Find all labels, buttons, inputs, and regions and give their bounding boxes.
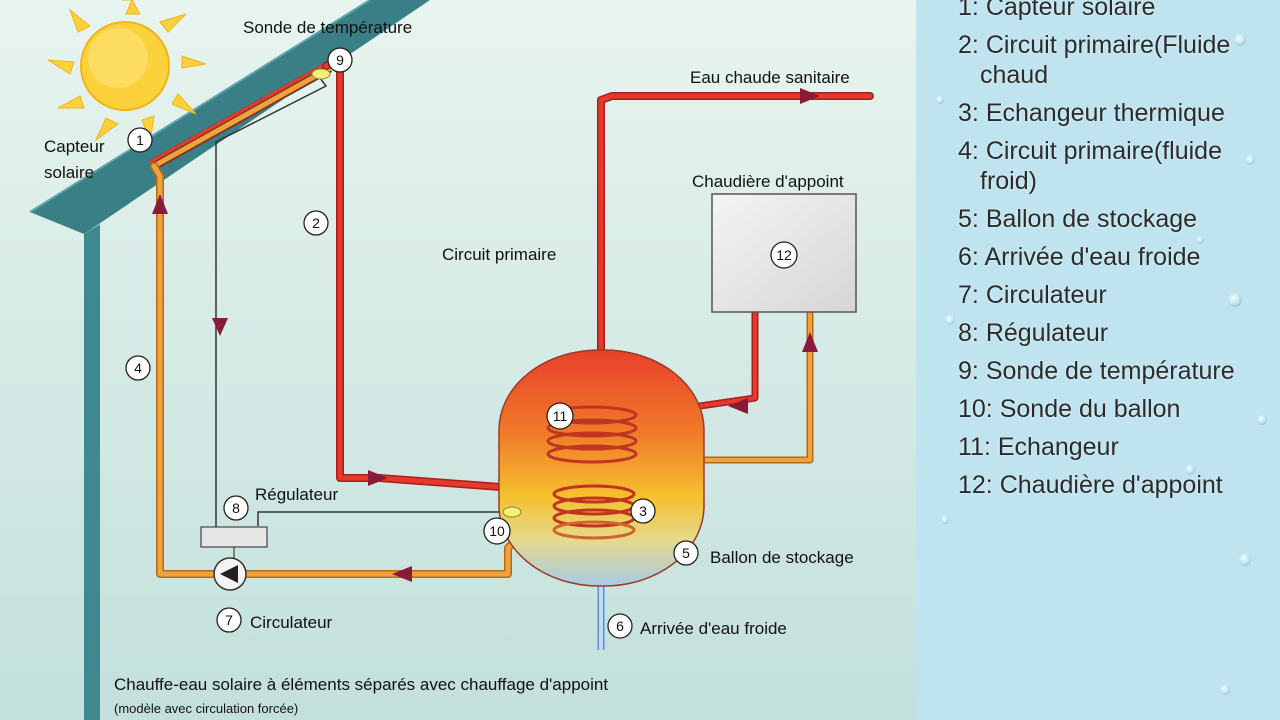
diagram-caption: Chauffe-eau solaire à éléments séparés a… <box>114 675 608 694</box>
solar-collector <box>149 62 332 170</box>
circulator-pump-icon <box>213 557 247 591</box>
legend-item: 1: Capteur solaire <box>958 0 1156 21</box>
badge-1: 1 <box>136 132 144 148</box>
solar-water-heater-diagram: 1 2 3 4 5 6 7 8 9 10 11 12 Sonde de temp… <box>0 0 916 720</box>
tank-sensor-icon <box>502 506 522 518</box>
heat-exchanger-coil-upper <box>546 405 638 464</box>
badge-4: 4 <box>134 360 142 376</box>
legend-item: 10: Sonde du ballon <box>958 395 1181 423</box>
temperature-sensor-icon <box>311 68 331 80</box>
flow-arrows <box>152 88 820 582</box>
label-circuit-primaire: Circuit primaire <box>442 245 556 264</box>
legend-item: 8: Régulateur <box>958 319 1109 347</box>
legend-item: 7: Circulateur <box>958 281 1107 309</box>
badge-10: 10 <box>489 523 505 539</box>
storage-tank <box>498 349 705 587</box>
label-sonde-temperature: Sonde de température <box>243 18 412 37</box>
label-capteur-2: solaire <box>44 163 94 182</box>
legend-item: 2: Circuit primaire(Fluide chaud <box>958 31 1231 89</box>
legend-list: 1: Capteur solaire 2: Circuit primaire(F… <box>934 0 1280 720</box>
legend-item: 6: Arrivée d'eau froide <box>958 243 1201 271</box>
label-circulateur: Circulateur <box>250 613 333 632</box>
number-badges <box>125 47 798 639</box>
label-eau-chaude: Eau chaude sanitaire <box>690 68 850 87</box>
badge-7: 7 <box>225 612 233 628</box>
legend-item: 5: Ballon de stockage <box>958 205 1198 233</box>
badge-6: 6 <box>616 618 624 634</box>
sun-icon <box>47 0 207 143</box>
badge-8: 8 <box>232 500 240 516</box>
legend-item: 3: Echangeur thermique <box>958 99 1225 127</box>
badge-5: 5 <box>682 545 690 561</box>
label-chaudiere: Chaudière d'appoint <box>692 172 844 191</box>
label-arrivee: Arrivée d'eau froide <box>640 619 787 638</box>
badge-11: 11 <box>553 408 568 424</box>
diagram-caption-sub: (modèle avec circulation forcée) <box>114 701 298 716</box>
label-capteur-1: Capteur <box>44 137 105 156</box>
legend-item: 4: Circuit primaire(fluide froid) <box>958 137 1222 195</box>
badge-9: 9 <box>336 52 344 68</box>
badge-12: 12 <box>776 247 792 263</box>
badge-3: 3 <box>639 503 647 519</box>
badge-2: 2 <box>312 215 320 231</box>
hot-water-outlet-pipe <box>597 92 874 360</box>
legend-item: 11: Echangeur <box>958 433 1119 461</box>
label-regulateur: Régulateur <box>255 485 339 504</box>
label-ballon: Ballon de stockage <box>710 548 854 567</box>
legend-item: 9: Sonde de température <box>958 357 1235 385</box>
legend-item: 12: Chaudière d'appoint <box>958 471 1223 499</box>
